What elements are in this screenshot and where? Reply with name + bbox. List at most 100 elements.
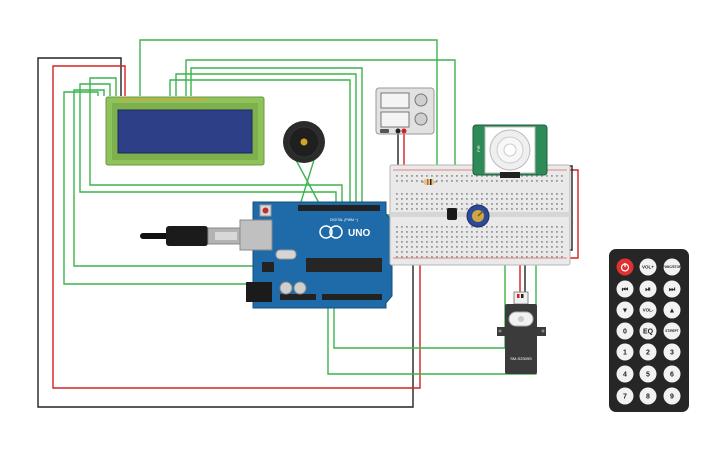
breadboard-hole[interactable] [486,231,488,233]
breadboard-hole[interactable] [526,180,528,182]
breadboard-hole[interactable] [501,251,503,253]
breadboard-hole[interactable] [466,180,468,182]
breadboard-hole[interactable] [556,193,558,195]
breadboard-hole[interactable] [461,236,463,238]
breadboard-hole[interactable] [401,226,403,228]
breadboard-hole[interactable] [496,231,498,233]
breadboard-hole[interactable] [396,231,398,233]
wire-green-top-3[interactable] [190,67,363,205]
breadboard-hole[interactable] [471,193,473,195]
wire-green-left-4[interactable] [63,91,258,285]
breadboard-hole[interactable] [526,203,528,205]
breadboard-hole[interactable] [506,193,508,195]
supply-knob-bottom[interactable] [414,112,428,126]
breadboard-hole[interactable] [406,226,408,228]
breadboard-hole[interactable] [456,241,458,243]
breadboard-hole[interactable] [526,208,528,210]
breadboard-hole[interactable] [456,208,458,210]
breadboard-hole[interactable] [431,198,433,200]
breadboard-hole[interactable] [411,198,413,200]
breadboard-hole[interactable] [491,226,493,228]
breadboard-hole[interactable] [536,193,538,195]
breadboard-hole[interactable] [431,203,433,205]
breadboard-hole[interactable] [486,251,488,253]
breadboard-hole[interactable] [541,198,543,200]
breadboard-hole[interactable] [536,246,538,248]
lcd-pin[interactable] [191,98,195,101]
breadboard-hole[interactable] [416,208,418,210]
breadboard-hole[interactable] [456,251,458,253]
breadboard-hole[interactable] [541,246,543,248]
breadboard-hole[interactable] [486,256,488,258]
breadboard-hole[interactable] [546,203,548,205]
breadboard-hole[interactable] [516,208,518,210]
lcd-pin[interactable] [136,98,140,101]
breadboard-hole[interactable] [511,236,513,238]
breadboard-hole[interactable] [446,226,448,228]
breadboard-hole[interactable] [511,246,513,248]
remote-button[interactable] [663,301,681,319]
breadboard-hole[interactable] [401,208,403,210]
breadboard-hole[interactable] [551,226,553,228]
lcd-module[interactable] [105,96,265,166]
breadboard-hole[interactable] [426,251,428,253]
breadboard-hole[interactable] [441,251,443,253]
breadboard-hole[interactable] [476,256,478,258]
remote-button[interactable] [639,322,657,340]
breadboard-hole[interactable] [421,198,423,200]
lcd-pin[interactable] [180,98,184,101]
breadboard-hole[interactable] [506,203,508,205]
breadboard-hole[interactable] [401,231,403,233]
breadboard-hole[interactable] [471,246,473,248]
breadboard-hole[interactable] [406,175,408,177]
breadboard-hole[interactable] [416,231,418,233]
breadboard-hole[interactable] [556,241,558,243]
breadboard-hole[interactable] [516,198,518,200]
breadboard-hole[interactable] [451,226,453,228]
breadboard-hole[interactable] [561,198,563,200]
breadboard-hole[interactable] [461,175,463,177]
breadboard-hole[interactable] [546,251,548,253]
breadboard-hole[interactable] [461,231,463,233]
breadboard-hole[interactable] [561,231,563,233]
wire-green-left-1[interactable] [89,77,343,205]
breadboard-hole[interactable] [411,251,413,253]
breadboard-hole[interactable] [521,246,523,248]
wire-green-left-3[interactable] [73,89,300,267]
breadboard-hole[interactable] [451,236,453,238]
breadboard-hole[interactable] [446,203,448,205]
breadboard-hole[interactable] [541,231,543,233]
breadboard-hole[interactable] [476,251,478,253]
breadboard-hole[interactable] [556,175,558,177]
breadboard-hole[interactable] [551,203,553,205]
breadboard-hole[interactable] [471,198,473,200]
breadboard-hole[interactable] [416,251,418,253]
breadboard-hole[interactable] [501,226,503,228]
breadboard-hole[interactable] [486,241,488,243]
breadboard-hole[interactable] [446,256,448,258]
remote-button[interactable] [616,387,634,405]
breadboard-hole[interactable] [561,226,563,228]
breadboard-hole[interactable] [421,256,423,258]
breadboard-hole[interactable] [431,175,433,177]
breadboard-hole[interactable] [486,203,488,205]
breadboard-hole[interactable] [521,180,523,182]
breadboard-hole[interactable] [526,256,528,258]
breadboard-hole[interactable] [476,198,478,200]
breadboard-hole[interactable] [411,193,413,195]
breadboard-hole[interactable] [536,226,538,228]
breadboard-hole[interactable] [441,208,443,210]
breadboard-hole[interactable] [416,246,418,248]
breadboard-hole[interactable] [461,246,463,248]
breadboard-hole[interactable] [416,256,418,258]
breadboard-hole[interactable] [511,203,513,205]
breadboard-hole[interactable] [471,175,473,177]
breadboard-hole[interactable] [481,231,483,233]
pir-motion-sensor[interactable]: PIR [472,124,548,178]
breadboard-hole[interactable] [466,198,468,200]
breadboard-hole[interactable] [396,203,398,205]
lcd-pin[interactable] [142,98,145,101]
breadboard-hole[interactable] [431,231,433,233]
breadboard-hole[interactable] [436,198,438,200]
remote-button[interactable] [616,365,634,383]
